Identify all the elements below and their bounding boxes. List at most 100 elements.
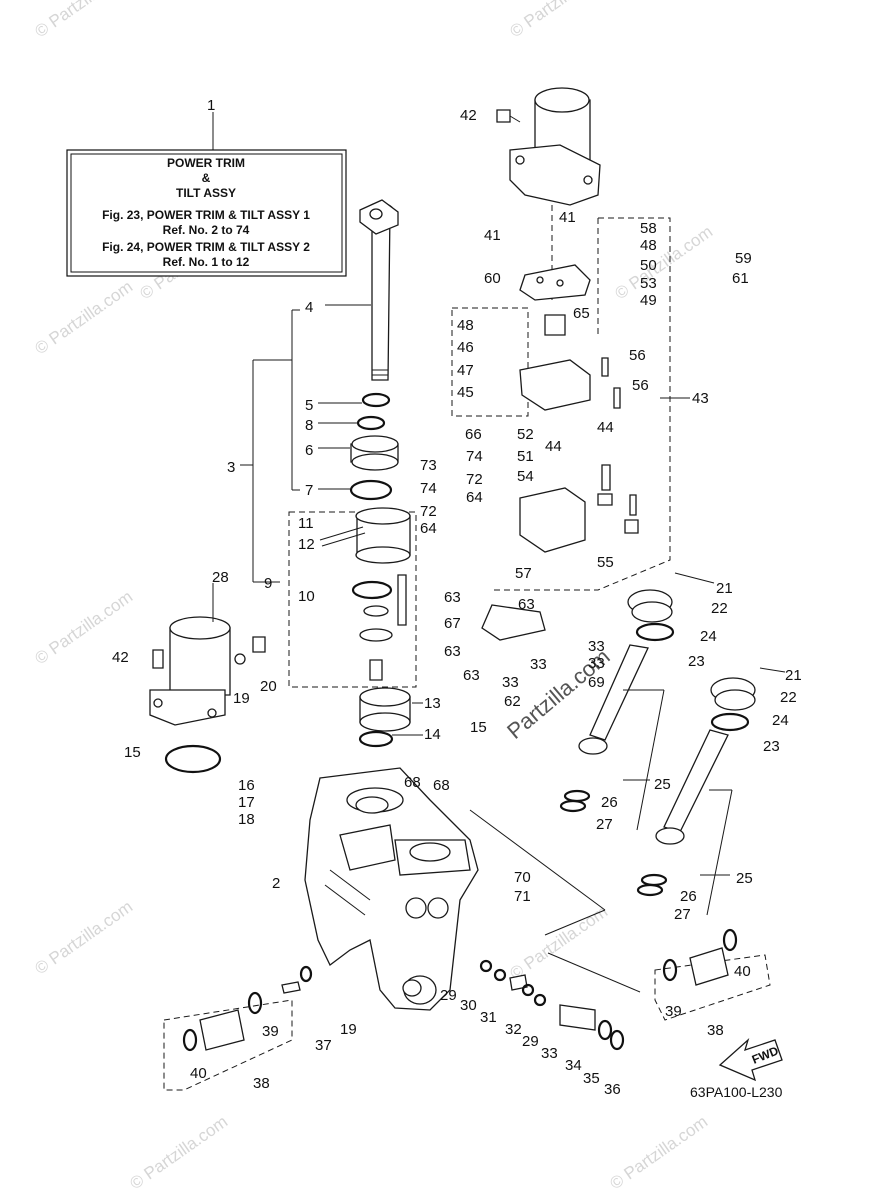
callout-59: 59 — [735, 250, 752, 267]
callout-49: 49 — [640, 292, 657, 309]
callout-10: 10 — [298, 588, 315, 605]
callout-6: 6 — [305, 442, 313, 459]
callout-63: 63 — [444, 589, 461, 606]
callout-21: 21 — [785, 667, 802, 684]
pump-group-box — [451, 217, 690, 641]
title-line: Ref. No. 2 to 74 — [163, 223, 250, 237]
callout-72: 72 — [466, 471, 483, 488]
callout-39: 39 — [665, 1003, 682, 1020]
callout-56: 56 — [632, 377, 649, 394]
callout-34: 34 — [565, 1057, 582, 1074]
callout-28: 28 — [212, 569, 229, 586]
callout-62: 62 — [504, 693, 521, 710]
callout-72: 72 — [420, 503, 437, 520]
watermark: © Partzilla.com — [611, 222, 716, 303]
title-line: Fig. 23, POWER TRIM & TILT ASSY 1 — [102, 208, 310, 222]
callout-39: 39 — [262, 1023, 279, 1040]
callout-33: 33 — [502, 674, 519, 691]
callout-25: 25 — [736, 870, 753, 887]
callout-56: 56 — [629, 347, 646, 364]
callout-11: 11 — [298, 515, 314, 532]
callout-42: 42 — [112, 649, 129, 666]
callout-33: 33 — [588, 638, 605, 655]
callout-52: 52 — [517, 426, 534, 443]
callout-50: 50 — [640, 257, 657, 274]
callout-26: 26 — [680, 888, 697, 905]
callout-44: 44 — [545, 438, 562, 455]
callout-27: 27 — [596, 816, 613, 833]
callout-68: 68 — [433, 777, 450, 794]
callout-17: 17 — [238, 794, 255, 811]
callout-51: 51 — [517, 448, 534, 465]
callout-9: 9 — [264, 575, 272, 592]
callout-67: 67 — [444, 615, 461, 632]
callout-35: 35 — [583, 1070, 600, 1087]
callout-41: 41 — [559, 209, 576, 226]
callout-26: 26 — [601, 794, 618, 811]
motor-left — [149, 583, 266, 774]
callout-71: 71 — [514, 888, 531, 905]
bracket-3 — [240, 304, 371, 583]
title-line: POWER TRIM — [167, 156, 245, 170]
callout-33: 33 — [541, 1045, 558, 1062]
valve-group-box — [288, 507, 417, 688]
callout-58: 58 — [640, 220, 657, 237]
callout-64: 64 — [466, 489, 483, 506]
fwd-arrow: FWD — [718, 1037, 783, 1082]
watermark: © Partzilla.com — [506, 0, 611, 41]
callout-15: 15 — [124, 744, 141, 761]
callout-33: 33 — [530, 656, 547, 673]
callout-41: 41 — [484, 227, 501, 244]
callout-8: 8 — [305, 417, 313, 434]
callout-65: 65 — [573, 305, 590, 322]
callout-3: 3 — [227, 459, 235, 476]
callout-45: 45 — [457, 384, 474, 401]
callout-61: 61 — [732, 270, 749, 287]
title-line: Fig. 24, POWER TRIM & TILT ASSY 2 — [102, 240, 310, 254]
callout-48: 48 — [457, 317, 474, 334]
callout-22: 22 — [711, 600, 728, 617]
callout-labels: 1 2 3 4 5 6 7 8 9 10 11 12 13 14 15 15 1… — [112, 97, 802, 1098]
callout-16: 16 — [238, 777, 255, 794]
callout-31: 31 — [480, 1009, 497, 1026]
title-box: POWER TRIM & TILT ASSY Fig. 23, POWER TR… — [66, 112, 347, 277]
callout-40: 40 — [190, 1065, 207, 1082]
callout-23: 23 — [763, 738, 780, 755]
callout-1: 1 — [207, 97, 215, 114]
tilt-rod-assembly — [349, 199, 399, 501]
callout-66: 66 — [465, 426, 482, 443]
callout-37: 37 — [315, 1037, 332, 1054]
callout-13: 13 — [424, 695, 441, 712]
callout-53: 53 — [640, 275, 657, 292]
callout-21: 21 — [716, 580, 733, 597]
callout-18: 18 — [238, 811, 255, 828]
main-housing — [304, 767, 479, 1011]
callout-40: 40 — [734, 963, 751, 980]
lower-valves — [163, 809, 771, 1091]
title-line: TILT ASSY — [176, 186, 236, 200]
callout-74: 74 — [420, 480, 437, 497]
callout-27: 27 — [674, 906, 691, 923]
cylinder-cap — [358, 687, 423, 748]
callout-48: 48 — [640, 237, 657, 254]
callout-2: 2 — [272, 875, 280, 892]
callout-23: 23 — [688, 653, 705, 670]
callout-38: 38 — [707, 1022, 724, 1039]
callout-19: 19 — [233, 690, 250, 707]
callout-29: 29 — [522, 1033, 539, 1050]
callout-29: 29 — [440, 987, 457, 1004]
callout-63: 63 — [463, 667, 480, 684]
callout-30: 30 — [460, 997, 477, 1014]
callout-64: 64 — [420, 520, 437, 537]
title-line: Ref. No. 1 to 12 — [163, 255, 250, 269]
watermark: © Partzilla.com — [31, 897, 136, 978]
callout-70: 70 — [514, 869, 531, 886]
callout-32: 32 — [505, 1021, 522, 1038]
callout-15: 15 — [470, 719, 487, 736]
callout-42: 42 — [460, 107, 477, 124]
callout-12: 12 — [298, 536, 315, 553]
callout-19: 19 — [340, 1021, 357, 1038]
callout-60: 60 — [484, 270, 501, 287]
title-line: & — [202, 171, 211, 185]
